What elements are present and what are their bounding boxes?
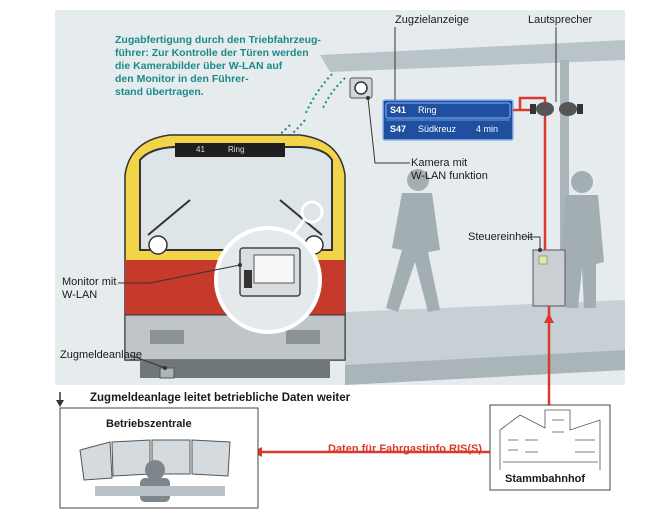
caption-line-2: führer: Zur Kontrolle der Türen werden [115, 47, 309, 59]
headlight-left [148, 235, 168, 255]
label-monitor-line-1: Monitor mit [62, 276, 117, 288]
zoom-connector [290, 219, 306, 237]
label-kamera-line-1: Kamera mit [411, 157, 468, 169]
train-bogie [140, 360, 330, 378]
train-windshield [139, 146, 333, 251]
train-destination-display [175, 143, 285, 157]
person-standing-silhouette [560, 171, 604, 308]
platform-edge [345, 350, 625, 385]
caption-line-3: die Kamerabilder über W-LAN auf [115, 60, 283, 72]
display-row2-dest: Südkreuz [418, 124, 457, 134]
camera-lens [354, 81, 368, 95]
caption-line-1: Zugabfertigung durch den Triebfahrzeug- [115, 34, 321, 46]
label-zugmeldeanlage-text: Zugmeldeanlage leitet betriebliche Daten… [90, 392, 351, 404]
control-room-illustration [79, 439, 231, 502]
train-display-dest: Ring [228, 145, 245, 154]
stammbahnhof-box [489, 404, 611, 491]
wiper-left [147, 199, 191, 236]
downlink-arrow [56, 392, 64, 407]
train-display-line: 41 [196, 145, 205, 154]
person-walking-silhouette [386, 169, 440, 312]
platform-surface [345, 300, 625, 365]
platform-roof [320, 40, 625, 72]
label-stammbahnhof: Stammbahnhof [505, 473, 586, 485]
monitor-source-circle [300, 200, 324, 224]
zugmeldeanlage-device [159, 367, 175, 379]
label-zugzielanzeige: Zugzielanzeige [395, 14, 469, 26]
control-unit-indicator [538, 255, 548, 265]
monitor-control-panel [244, 270, 252, 288]
display-row2-line: S47 [390, 124, 407, 134]
label-steuereinheit: Steuereinheit [468, 231, 533, 243]
label-zugmeldeanlage: Zugmeldeanlage [60, 349, 142, 361]
label-daten-fahrgastinfo: Daten für Fahrgastinfo RIS(S) [328, 443, 483, 455]
buffer-left [150, 330, 184, 344]
caption-line-4: den Monitor in den Führer- [115, 73, 249, 85]
label-kamera-line-2: W-LAN funktion [411, 170, 488, 182]
display-row1-line: S41 [390, 105, 407, 115]
wiper-right [279, 199, 323, 236]
control-unit-box [532, 249, 566, 307]
label-betriebszentrale: Betriebszentrale [106, 418, 192, 430]
station-building-sketch [499, 409, 601, 470]
display-row1-dest: Ring [418, 105, 437, 115]
loudspeaker-icon [530, 102, 583, 116]
label-lautsprecher: Lautsprecher [528, 14, 593, 26]
platform-pillar [560, 60, 569, 315]
label-monitor-line-2: W-LAN [62, 289, 98, 301]
onboard-monitor-screen [253, 254, 295, 284]
display-row2-time: 4 min [476, 124, 499, 134]
buffer-right [286, 330, 320, 344]
caption-line-5: stand übertragen. [115, 86, 204, 98]
